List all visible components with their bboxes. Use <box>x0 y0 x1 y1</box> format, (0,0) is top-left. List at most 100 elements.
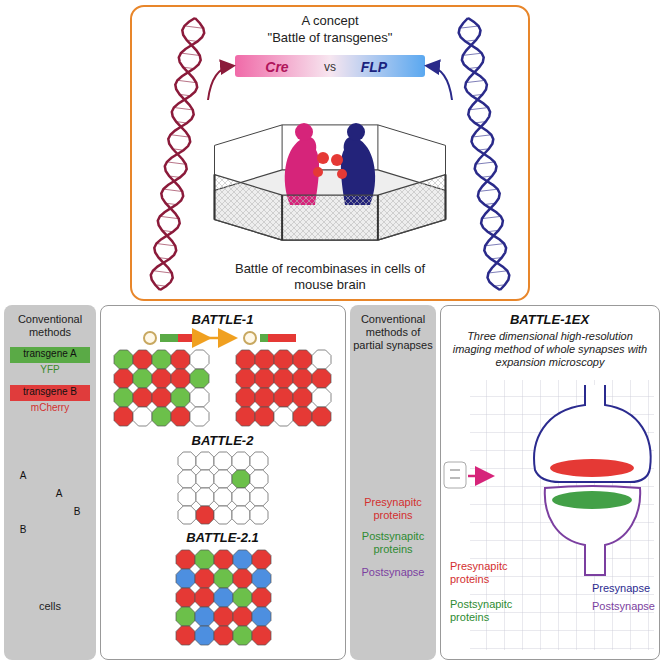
label: B <box>70 506 84 518</box>
cell <box>293 388 312 407</box>
cell <box>233 569 252 588</box>
cell <box>312 350 331 369</box>
cell <box>233 607 252 626</box>
cell <box>195 588 214 607</box>
cell <box>214 588 233 607</box>
helix-rung <box>488 271 507 273</box>
cell <box>233 550 252 569</box>
helix-rung <box>460 26 479 28</box>
cage-back <box>215 125 446 190</box>
cage-floor <box>215 170 446 240</box>
cell <box>176 626 195 645</box>
cell <box>195 626 214 645</box>
cell <box>178 506 196 524</box>
cell <box>152 350 171 369</box>
cell <box>195 607 214 626</box>
node-text: A concept <box>132 13 528 29</box>
cell <box>190 350 209 369</box>
label: Presynapse <box>592 582 658 595</box>
cell <box>293 369 312 388</box>
pink-fighter <box>285 123 329 205</box>
label: mCherry <box>10 402 90 414</box>
cell <box>171 388 190 407</box>
cell <box>274 407 293 426</box>
cell <box>252 588 271 607</box>
cell <box>250 506 268 524</box>
cell <box>196 452 214 470</box>
presynapse <box>534 385 651 482</box>
node-text: BATTLE-1 <box>101 312 344 328</box>
cell <box>190 388 209 407</box>
label: B <box>16 524 30 536</box>
dna-helix <box>151 18 510 290</box>
cell <box>236 369 255 388</box>
helix-strand <box>459 18 510 290</box>
cell <box>293 407 312 426</box>
helix-rung <box>469 108 488 110</box>
cell <box>232 470 250 488</box>
helix-strand <box>151 18 204 290</box>
cage-post <box>215 175 446 241</box>
cell <box>214 506 232 524</box>
node-text: transgene A <box>10 348 90 360</box>
cell <box>233 626 252 645</box>
cell <box>178 452 196 470</box>
cell <box>274 350 293 369</box>
plasmid <box>244 332 256 344</box>
panel-box: transgene B <box>10 385 90 401</box>
node-text: "Battle of transgenes" <box>132 30 528 46</box>
panel-box: Conventional methods of partial synapses <box>350 305 436 660</box>
cell <box>178 470 196 488</box>
cage-net <box>215 175 446 241</box>
cell <box>252 569 271 588</box>
cell <box>255 407 274 426</box>
cell <box>274 388 293 407</box>
cell <box>293 350 312 369</box>
plasmid-bar <box>268 334 296 342</box>
cell <box>133 350 152 369</box>
cell <box>236 350 255 369</box>
postsynaptic-protein <box>552 491 632 509</box>
helix-rung <box>466 80 485 82</box>
cell <box>214 488 232 506</box>
cell <box>252 607 271 626</box>
cell <box>133 369 152 388</box>
cell <box>114 369 133 388</box>
cre-flp-bar <box>235 55 425 77</box>
label: Postsynapitc proteins <box>352 530 434 556</box>
arrow <box>208 66 232 100</box>
label: Presynapitc proteins <box>450 560 536 586</box>
cell <box>176 569 195 588</box>
panel-box: CrevsFLP <box>237 57 427 79</box>
cell <box>250 452 268 470</box>
cell <box>196 506 214 524</box>
cell <box>236 388 255 407</box>
helix-rung <box>463 53 482 55</box>
helix-rung <box>472 135 491 137</box>
label: Postsynapse <box>352 566 434 579</box>
node-text: BATTLE-1EX <box>441 312 658 328</box>
cell <box>195 569 214 588</box>
helix-rung <box>479 189 498 191</box>
helix-rung <box>482 216 501 218</box>
cell <box>274 369 293 388</box>
cell <box>252 550 271 569</box>
cell <box>255 350 274 369</box>
label: YFP <box>10 364 90 376</box>
node-text: Three dimensional high-resolution imagin… <box>449 330 651 370</box>
cell <box>178 488 196 506</box>
cell <box>214 452 232 470</box>
cell <box>114 407 133 426</box>
cell <box>195 550 214 569</box>
panel-box: A concept"Battle of transgenes"Battle of… <box>130 5 530 301</box>
cell <box>252 626 271 645</box>
node-text: vs <box>315 60 345 74</box>
cell <box>176 607 195 626</box>
plasmid-bar <box>260 334 268 342</box>
cell <box>214 550 233 569</box>
plasmid-bar <box>160 334 178 342</box>
cell <box>250 470 268 488</box>
cell <box>232 506 250 524</box>
cell <box>114 350 133 369</box>
cell <box>250 488 268 506</box>
